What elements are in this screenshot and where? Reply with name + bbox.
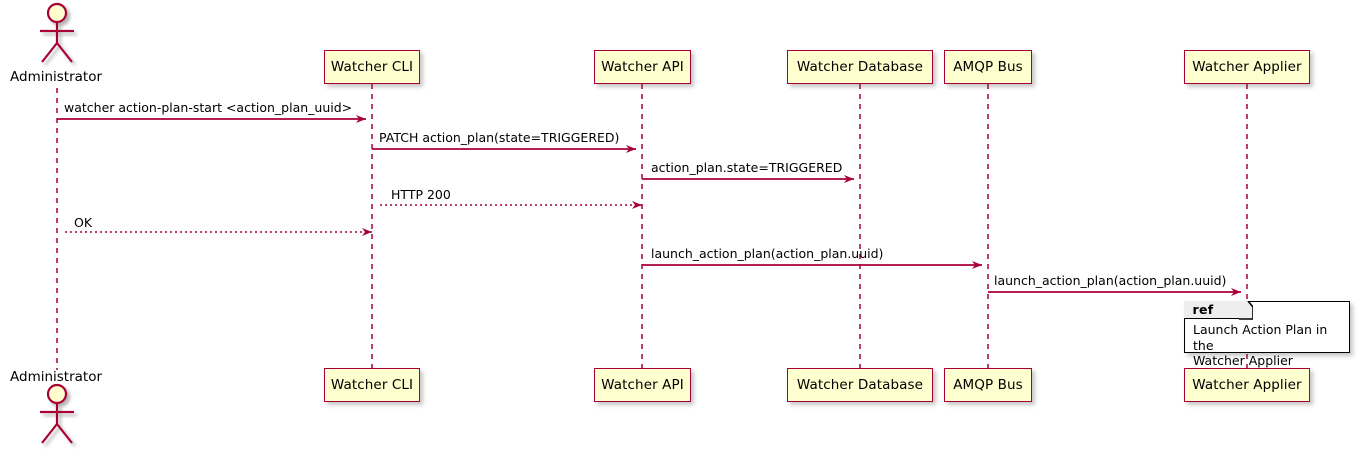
- message-label-5: OK: [74, 215, 93, 230]
- participant-watcher-cli-top[interactable]: Watcher CLI: [324, 50, 420, 84]
- ref-note-tab-corner: [1239, 301, 1253, 320]
- ref-note-text: Launch Action Plan in the Watcher Applie…: [1193, 322, 1328, 368]
- message-label-1: watcher action-plan-start <action_plan_u…: [64, 100, 353, 115]
- participant-label: Watcher CLI: [330, 59, 414, 75]
- participant-label: Watcher API: [601, 377, 684, 393]
- participant-watcher-api-bottom[interactable]: Watcher API: [594, 368, 691, 402]
- message-label-3: action_plan.state=TRIGGERED: [651, 160, 843, 175]
- message-label-6: launch_action_plan(action_plan.uuid): [651, 246, 884, 261]
- ref-note-box: ref Launch Action Plan in the Watcher Ap…: [1183, 300, 1350, 368]
- participant-watcher-database-top[interactable]: Watcher Database: [787, 50, 933, 84]
- message-label-7: launch_action_plan(action_plan.uuid): [994, 273, 1227, 288]
- participant-amqp-bus-bottom[interactable]: AMQP Bus: [944, 368, 1032, 402]
- participant-label: Watcher Database: [796, 377, 924, 393]
- participant-amqp-bus-top[interactable]: AMQP Bus: [944, 50, 1032, 84]
- participant-watcher-cli-bottom[interactable]: Watcher CLI: [324, 368, 420, 402]
- participant-label: Watcher CLI: [330, 377, 414, 393]
- participant-label: AMQP Bus: [953, 59, 1023, 75]
- participant-label: Watcher API: [601, 59, 684, 75]
- actor-administrator-top-figure: [40, 2, 74, 63]
- participant-label: AMQP Bus: [953, 377, 1023, 393]
- participant-watcher-api-top[interactable]: Watcher API: [594, 50, 691, 84]
- participant-watcher-database-bottom[interactable]: Watcher Database: [787, 368, 933, 402]
- message-label-4: HTTP 200: [391, 187, 451, 202]
- participant-watcher-applier-top[interactable]: Watcher Applier: [1184, 50, 1310, 84]
- participant-label: Watcher Applier: [1192, 59, 1302, 75]
- actor-administrator-bottom-figure: [40, 383, 74, 444]
- ref-note-tab-label: ref: [1192, 301, 1214, 317]
- actor-label-administrator-top: Administrator: [10, 69, 103, 85]
- participant-label: Watcher Applier: [1192, 377, 1302, 393]
- participant-watcher-applier-bottom[interactable]: Watcher Applier: [1184, 368, 1310, 402]
- message-label-2: PATCH action_plan(state=TRIGGERED): [379, 130, 620, 145]
- ref-note-tab: ref: [1183, 300, 1242, 319]
- actor-label-administrator-bottom: Administrator: [10, 369, 103, 385]
- participant-label: Watcher Database: [796, 59, 924, 75]
- lifelines-group: [56, 84, 1248, 370]
